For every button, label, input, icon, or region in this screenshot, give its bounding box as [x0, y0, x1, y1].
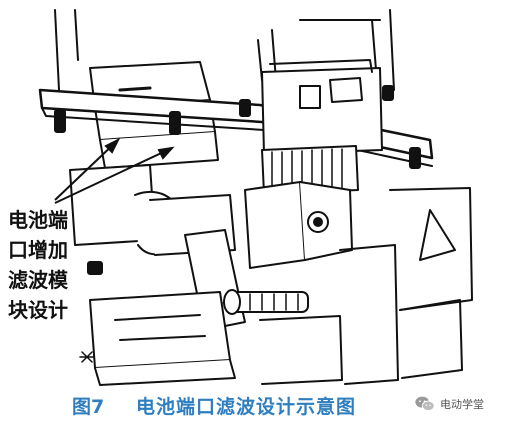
figure-caption: 图7 电池端口滤波设计示意图: [0, 388, 516, 424]
watermark: 电动学堂: [414, 392, 514, 416]
annotation-line: 滤波模: [8, 268, 68, 292]
annotation-line: 口增加: [8, 238, 68, 262]
annotation-line: 电池端: [8, 208, 68, 232]
wechat-icon: [415, 396, 435, 412]
annotation-line: 块设计: [8, 298, 68, 322]
watermark-text: 电动学堂: [440, 398, 484, 411]
filter-module-annotation: 电池端 口增加 滤波模 块设计: [8, 205, 92, 325]
figure-number: 图7: [72, 396, 105, 418]
caption-title: 电池端口滤波设计示意图: [136, 396, 357, 418]
